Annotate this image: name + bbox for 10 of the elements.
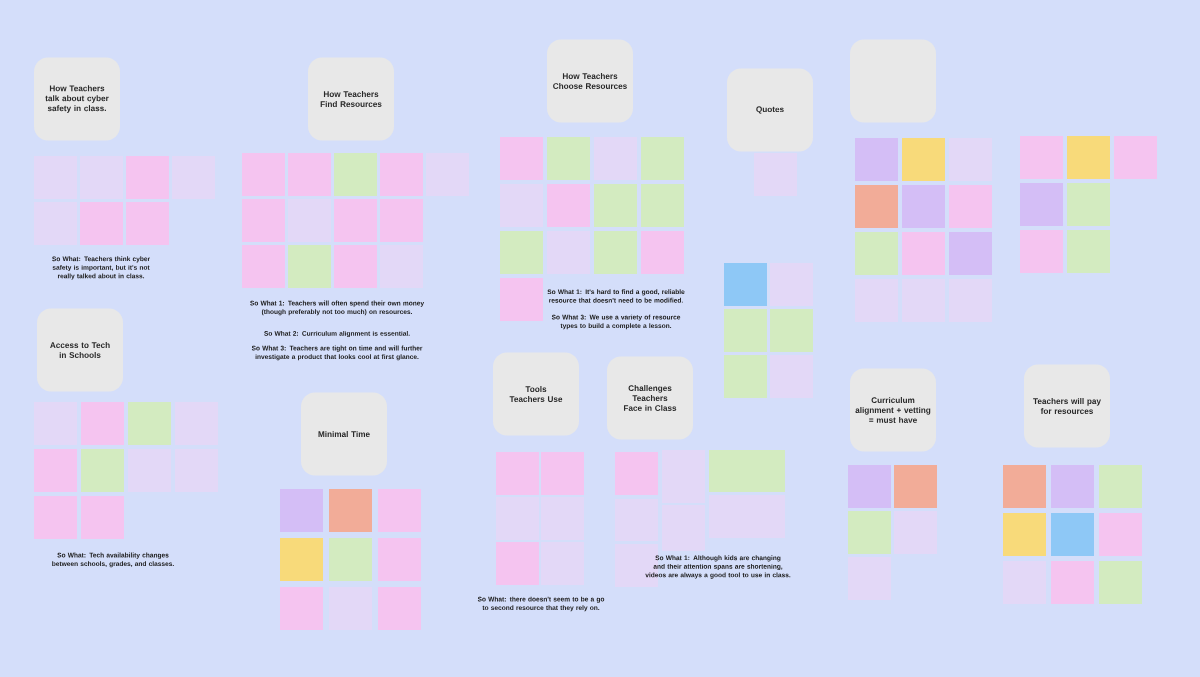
- heading-card: How Teachers Choose Resources: [547, 39, 633, 123]
- heading-card: Challenges Teachers Face in Class: [607, 356, 693, 440]
- heading-card: Tools Teachers Use: [493, 352, 579, 436]
- heading-card: Curriculum alignment + vetting = must have: [850, 368, 936, 452]
- heading-card: Teachers will pay for resources: [1024, 364, 1110, 448]
- heading-card: How Teachers Find Resources: [308, 57, 394, 141]
- heading-card: How Teachers talk about cyber safety in class.: [34, 57, 120, 141]
- heading-card: Access to Tech in Schools: [37, 308, 123, 392]
- heading-card: Minimal Time: [301, 392, 387, 476]
- heading-card: Quotes: [727, 68, 813, 152]
